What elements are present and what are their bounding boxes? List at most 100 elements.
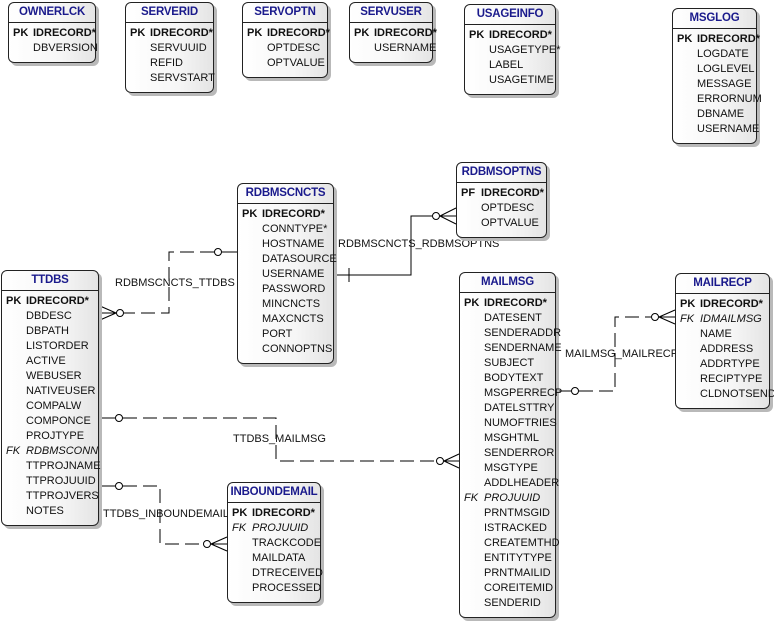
column-row[interactable]: USERNAME: [242, 267, 333, 282]
column-row[interactable]: ADDLHEADER: [464, 476, 559, 491]
column-row[interactable]: COMPONCE: [6, 414, 98, 429]
relationship-ttdbs-inboundemail-line[interactable]: [99, 482, 228, 552]
column-row[interactable]: MAILDATA: [232, 551, 320, 566]
column-row[interactable]: OPTDESC: [247, 41, 327, 56]
column-row[interactable]: HOSTNAME: [242, 237, 333, 252]
column-row[interactable]: MESSAGE: [677, 77, 756, 92]
column-row[interactable]: DATASOURCE: [242, 252, 337, 267]
relationship-rdbmscncts-ttdbs-line[interactable]: [99, 248, 237, 321]
column-row[interactable]: WEBUSER: [6, 369, 98, 384]
column-row[interactable]: PRNTMAILID: [464, 566, 555, 581]
column-row[interactable]: SENDERID: [464, 596, 555, 611]
relationship-rdbmscncts-rdbmsoptns-line[interactable]: [334, 207, 457, 282]
column-row[interactable]: MSGTYPE: [464, 461, 555, 476]
column-row[interactable]: PORT: [242, 327, 333, 342]
column-row[interactable]: DBPATH: [6, 324, 98, 339]
relationship-mailmsg-mailrecp-line[interactable]: [556, 309, 676, 395]
column-row[interactable]: DTRECEIVED: [232, 566, 323, 581]
column-row[interactable]: MSGPERRECP: [464, 386, 562, 401]
column-row[interactable]: USERNAME: [354, 41, 436, 56]
column-row[interactable]: SUBJECT: [464, 356, 555, 371]
column-row[interactable]: MAXCNCTS: [242, 312, 333, 327]
column-row[interactable]: PRNTMSGID: [464, 506, 555, 521]
column-row[interactable]: TTPROJUUID: [6, 474, 98, 489]
column-row[interactable]: TTPROJVERS: [6, 489, 99, 504]
column-row[interactable]: DBNAME: [677, 107, 756, 122]
column-row[interactable]: USAGETIME: [469, 73, 555, 88]
column-row[interactable]: PASSWORD: [242, 282, 333, 297]
column-row[interactable]: OPTVALUE: [461, 216, 546, 231]
column-row[interactable]: SENDERADDR: [464, 326, 561, 341]
column-row[interactable]: ADDRESS: [680, 342, 769, 357]
column-row[interactable]: RECIPTYPE: [680, 372, 769, 387]
column-row[interactable]: OPTVALUE: [247, 56, 327, 71]
column-row[interactable]: USERNAME: [677, 122, 759, 137]
column-row[interactable]: MSGHTML: [464, 431, 555, 446]
column-row[interactable]: CONNOPTNS: [242, 342, 333, 357]
column-row[interactable]: ACTIVE: [6, 354, 98, 369]
column-row[interactable]: OPTDESC: [461, 201, 546, 216]
column-row[interactable]: DATESENT: [464, 311, 555, 326]
column-row[interactable]: ISTRACKED: [464, 521, 555, 536]
relationship-ttdbs-mailmsg-line[interactable]: [99, 414, 460, 469]
column-row[interactable]: LABEL: [469, 58, 555, 73]
column-row[interactable]: TRACKCODE: [232, 536, 321, 551]
column-row[interactable]: NOTES: [6, 504, 98, 519]
column-row[interactable]: ADDRTYPE: [680, 357, 769, 372]
column-row[interactable]: LISTORDER: [6, 339, 98, 354]
column-row[interactable]: NAME: [680, 327, 769, 342]
column-row[interactable]: LOGLEVEL: [677, 62, 756, 77]
column-row[interactable]: ENTITYTYPE: [464, 551, 555, 566]
column-row[interactable]: DBVERSION: [13, 41, 98, 56]
column-row[interactable]: CLDNOTSEND: [680, 387, 774, 402]
column-row[interactable]: COMPALW: [6, 399, 98, 414]
column-row[interactable]: SERVSTART: [130, 71, 215, 86]
column-row[interactable]: LOGDATE: [677, 47, 756, 62]
column-row[interactable]: PROCESSED: [232, 581, 321, 596]
column-row[interactable]: DBDESC: [6, 309, 98, 324]
column-row[interactable]: SERVUUID: [130, 41, 213, 56]
column-row[interactable]: CONNTYPE*: [242, 222, 333, 237]
column-row[interactable]: MINCNCTS: [242, 297, 333, 312]
column-row[interactable]: COREITEMID: [464, 581, 555, 596]
column-row[interactable]: PROJTYPE: [6, 429, 98, 444]
column-row[interactable]: NATIVEUSER: [6, 384, 98, 399]
column-row[interactable]: TTPROJNAME: [6, 459, 101, 474]
column-row[interactable]: ERRORNUM: [677, 92, 762, 107]
column-row[interactable]: REFID: [130, 56, 213, 71]
column-row[interactable]: SENDERROR: [464, 446, 555, 461]
column-row[interactable]: NUMOFTRIES: [464, 416, 557, 431]
column-row[interactable]: CREATEMTHD: [464, 536, 560, 551]
column-row[interactable]: SENDERNAME: [464, 341, 562, 356]
column-row[interactable]: BODYTEXT: [464, 371, 555, 386]
column-row[interactable]: USAGETYPE*: [469, 43, 561, 58]
